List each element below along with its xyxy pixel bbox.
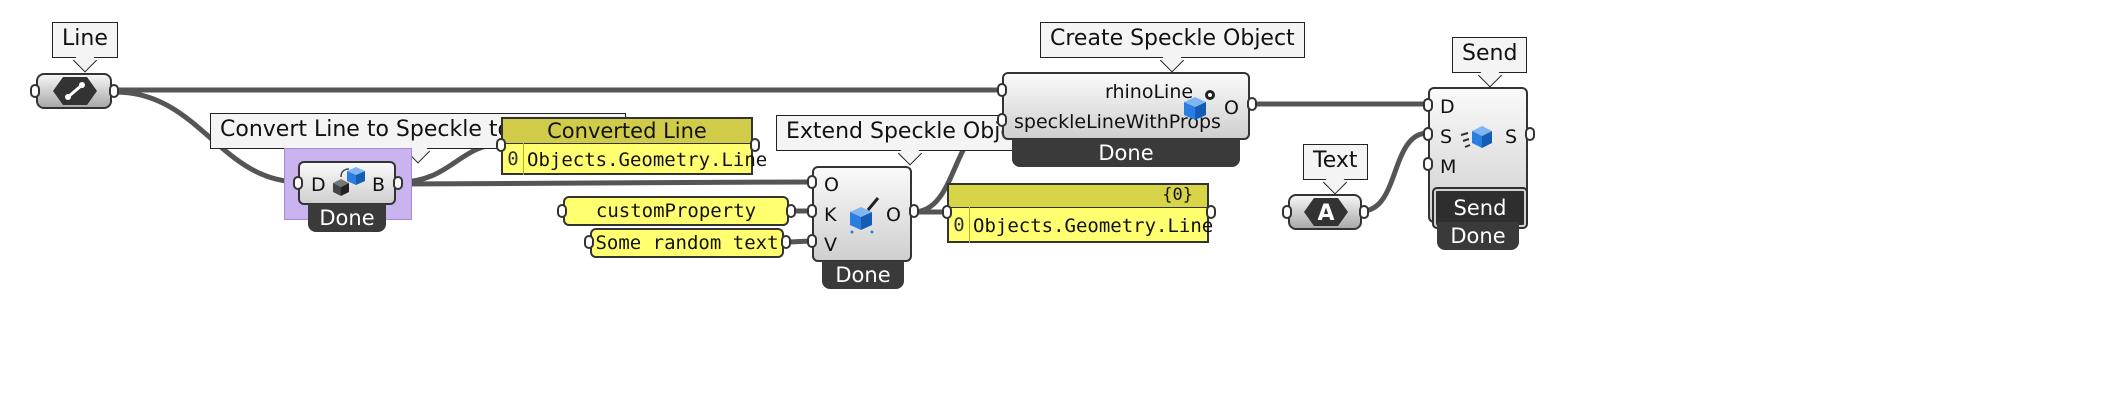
create-input-props-grip[interactable] bbox=[997, 113, 1007, 127]
extended-panel-input-grip[interactable] bbox=[942, 205, 952, 219]
create-input-rhinoline: rhinoLine bbox=[1105, 81, 1194, 103]
converted-line-panel-title: Converted Line bbox=[503, 119, 751, 144]
create-output-grip[interactable] bbox=[1247, 97, 1257, 111]
send-input-m: M bbox=[1440, 156, 1457, 178]
text-param-output-grip[interactable] bbox=[1359, 205, 1369, 219]
extend-input-o-grip[interactable] bbox=[807, 175, 817, 189]
text-a-icon: A bbox=[1304, 198, 1348, 226]
extended-panel-output-grip[interactable] bbox=[1206, 205, 1216, 219]
convert-cubes-icon bbox=[333, 167, 365, 196]
extend-input-o: O bbox=[824, 174, 839, 196]
line-param-input-grip[interactable] bbox=[30, 84, 40, 98]
send-input-m-grip[interactable] bbox=[1423, 157, 1433, 171]
key-panel-input-grip[interactable] bbox=[557, 204, 567, 218]
convert-output-grip[interactable] bbox=[393, 176, 403, 190]
create-output-o: O bbox=[1224, 97, 1239, 119]
send-status: Done bbox=[1437, 222, 1519, 250]
key-panel-text: customProperty bbox=[595, 200, 757, 222]
convert-output-b: B bbox=[372, 174, 386, 196]
send-button[interactable]: Send bbox=[1432, 187, 1528, 229]
create-status: Done bbox=[1012, 139, 1240, 167]
wire-text-to-send[interactable] bbox=[1359, 130, 1431, 214]
extend-input-k-grip[interactable] bbox=[807, 204, 817, 218]
create-input-rhinoline-grip[interactable] bbox=[997, 83, 1007, 97]
line-param-output-grip[interactable] bbox=[109, 84, 119, 98]
extend-input-v: V bbox=[824, 234, 837, 256]
value-panel-text: Some random text bbox=[595, 232, 779, 254]
extended-object-path: {0} bbox=[1162, 185, 1193, 205]
extend-input-k: K bbox=[824, 204, 837, 226]
send-input-s: S bbox=[1440, 126, 1453, 148]
line-param-icon bbox=[53, 77, 97, 105]
convert-status: Done bbox=[308, 204, 386, 232]
svg-text:A: A bbox=[1317, 201, 1334, 226]
callout-line: Line bbox=[52, 22, 118, 58]
send-output-s: S bbox=[1505, 126, 1518, 148]
text-param-input-grip[interactable] bbox=[1282, 205, 1292, 219]
extend-status: Done bbox=[822, 261, 904, 289]
convert-input-d: D bbox=[311, 174, 326, 196]
send-node[interactable]: D S M S Send bbox=[1428, 87, 1528, 229]
send-output-grip[interactable] bbox=[1525, 127, 1535, 141]
extend-output-grip[interactable] bbox=[909, 204, 919, 218]
extended-object-index: 0 bbox=[949, 207, 970, 243]
converted-panel-input-grip[interactable] bbox=[496, 138, 506, 152]
converted-panel-output-grip[interactable] bbox=[750, 138, 760, 152]
callout-text: Text bbox=[1303, 144, 1368, 180]
extended-object-panel[interactable]: {0} 0 Objects.Geometry.Line bbox=[947, 183, 1213, 243]
wire-convert-to-extend[interactable] bbox=[397, 179, 816, 187]
callout-extend: Extend Speckle Object bbox=[776, 115, 1045, 151]
send-input-d: D bbox=[1440, 96, 1455, 118]
send-input-s-grip[interactable] bbox=[1423, 127, 1433, 141]
convert-input-grip[interactable] bbox=[293, 176, 303, 190]
extended-object-value: Objects.Geometry.Line bbox=[973, 215, 1214, 237]
callout-send: Send bbox=[1452, 37, 1528, 73]
text-param-node[interactable]: A bbox=[1288, 194, 1362, 230]
converted-line-panel[interactable]: Converted Line 0 Objects.Geometry.Line bbox=[501, 117, 767, 175]
key-panel-output-grip[interactable] bbox=[786, 204, 796, 218]
create-input-specklelinewithprops: speckleLineWithProps bbox=[1014, 111, 1221, 133]
converted-line-index: 0 bbox=[503, 143, 524, 175]
create-cube-icon bbox=[1184, 90, 1215, 120]
extend-output-o: O bbox=[886, 204, 901, 226]
send-cube-icon bbox=[1460, 126, 1492, 148]
extend-brush-cube-icon bbox=[850, 197, 880, 234]
value-panel-input-grip[interactable] bbox=[584, 235, 594, 249]
value-panel-output-grip[interactable] bbox=[781, 235, 791, 249]
value-panel[interactable]: Some random text bbox=[590, 228, 784, 258]
key-panel[interactable]: customProperty bbox=[563, 196, 789, 226]
extend-input-v-grip[interactable] bbox=[807, 234, 817, 248]
extended-object-panel-head: {0} bbox=[949, 185, 1207, 208]
line-param-node[interactable] bbox=[36, 73, 112, 109]
callout-create: Create Speckle Object bbox=[1040, 22, 1305, 58]
convert-node[interactable]: D B bbox=[298, 161, 396, 205]
extend-node[interactable]: O K V O bbox=[812, 166, 912, 262]
create-node[interactable]: rhinoLine speckleLineWithProps O bbox=[1002, 72, 1250, 140]
converted-line-value: Objects.Geometry.Line bbox=[527, 149, 768, 171]
send-input-d-grip[interactable] bbox=[1423, 98, 1433, 112]
